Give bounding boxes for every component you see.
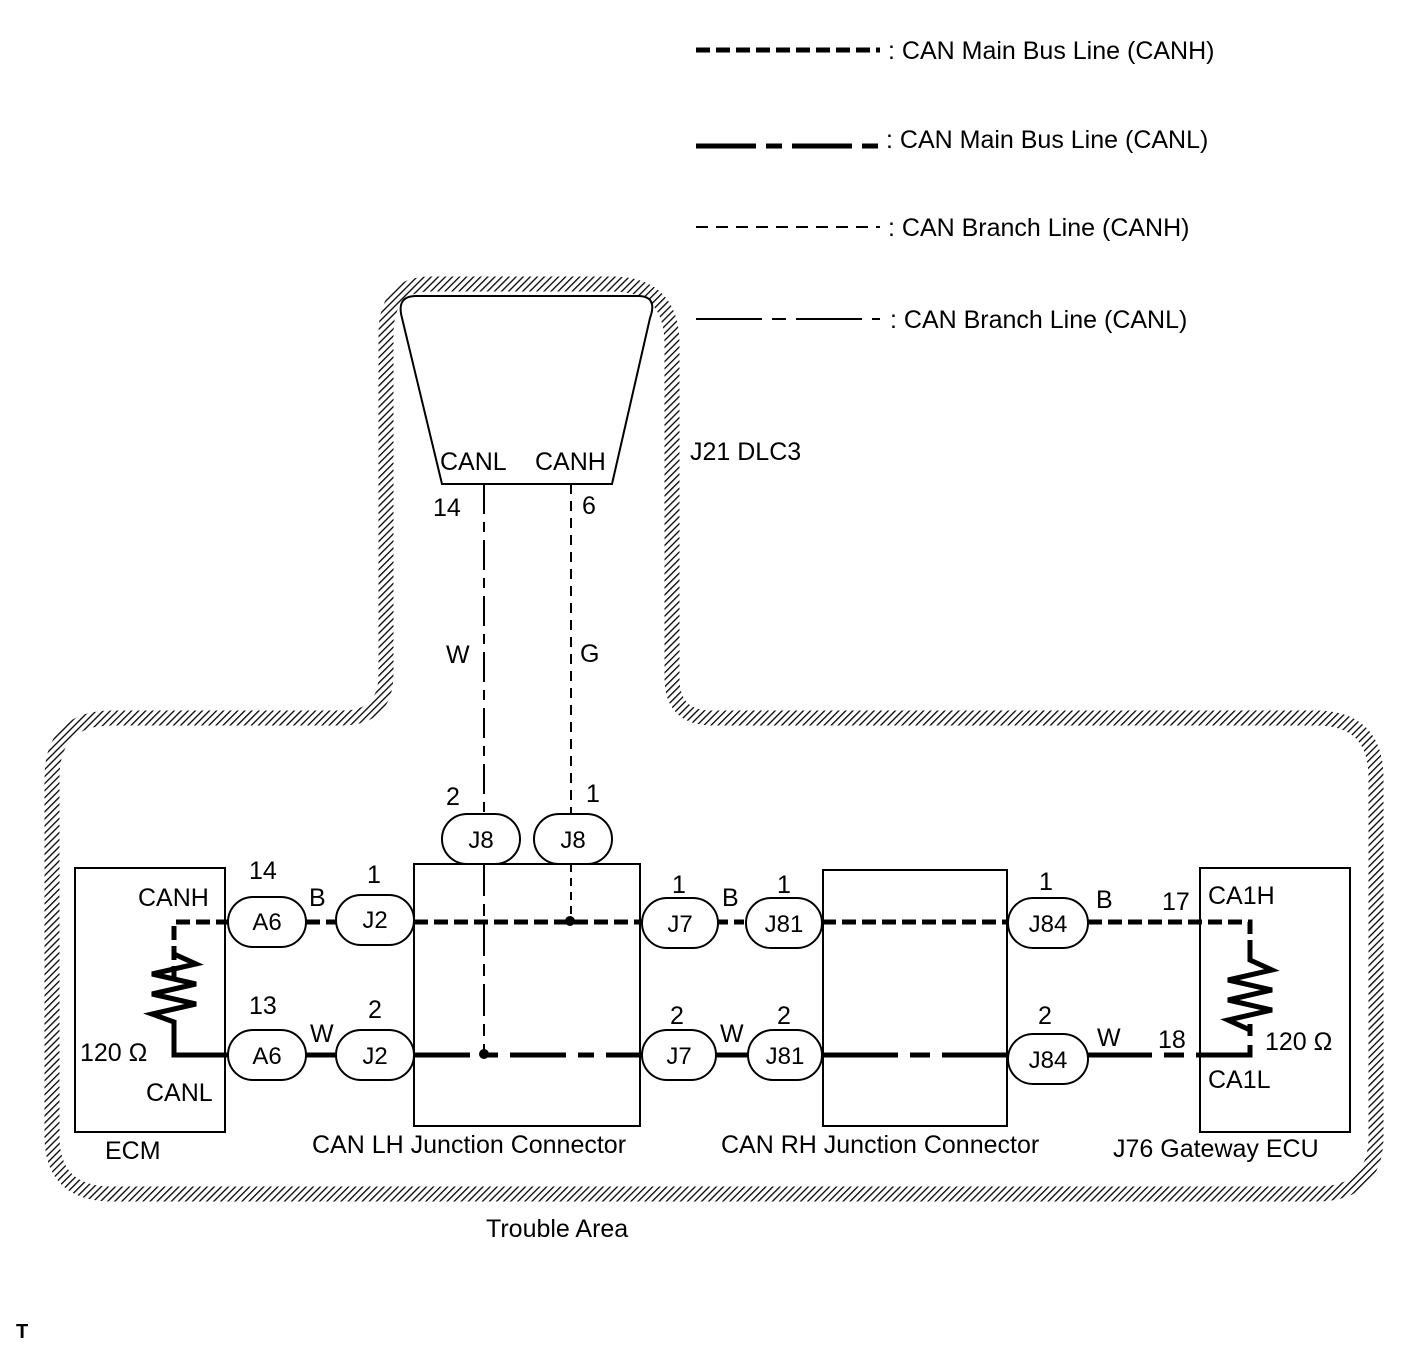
connector-j81-canh-pin: 1 [777, 871, 791, 899]
connector-j84-canh-name: J84 [1029, 911, 1068, 938]
dlc3-canl-label: CANL [440, 448, 507, 476]
dlc3-connector: CANL CANH J21 DLC3 14 6 [399, 295, 801, 522]
connector-j7-canl-name: J7 [666, 1043, 691, 1070]
ecm-canl-lead [171, 1020, 228, 1058]
ecm-box [74, 867, 226, 1133]
gateway-ecu: CA1H CA1L 120 Ω 17 18 J76 Gateway ECU [1113, 867, 1351, 1163]
dlc3-body [399, 295, 654, 485]
connector-a6-canl-pin: 13 [249, 992, 277, 1020]
connector-j7-canh-pin: 1 [672, 871, 686, 899]
legend-main-canh-label: : CAN Main Bus Line (CANH) [888, 37, 1214, 65]
branch-canh-wire-color: G [580, 640, 599, 668]
legend-branch-canl-label: : CAN Branch Line (CANL) [890, 306, 1187, 334]
connector-j84-canl: J84 2 [1007, 1002, 1089, 1085]
connector-a6-canh: A6 14 [227, 857, 307, 948]
connector-a6-canh-pin: 14 [249, 857, 277, 885]
ecm-resistor [143, 946, 204, 1030]
canh-wire-j84-gateway [1088, 919, 1253, 958]
dlc3-canh-pin: 6 [582, 492, 596, 520]
connector-j8-canh-name: J8 [560, 827, 585, 854]
gateway-pin-17: 17 [1162, 888, 1190, 916]
corner-mark: T [16, 1321, 28, 1343]
dlc3-canh-label: CANH [535, 448, 606, 476]
connector-j2-canh-name: J2 [362, 907, 387, 934]
connector-j81-canh: J81 1 [745, 871, 823, 949]
gateway-box [1199, 867, 1351, 1133]
gateway-pin-18: 18 [1158, 1026, 1186, 1054]
legend-main-canl-label: : CAN Main Bus Line (CANL) [886, 126, 1208, 154]
connector-j84-canh: J84 1 [1007, 868, 1089, 949]
connector-j8-canh-pin: 1 [586, 780, 600, 808]
dlc3-name: J21 DLC3 [690, 438, 801, 466]
connector-j7-canh-name: J7 [667, 911, 692, 938]
connector-j2-canh: J2 1 [335, 861, 415, 946]
legend: : CAN Main Bus Line (CANH) : CAN Main Bu… [696, 37, 1214, 334]
trouble-area-boundary [44, 276, 1384, 1202]
connector-j7-canl: J7 2 [641, 1002, 717, 1081]
lh-canl-splice-dot [479, 1049, 489, 1059]
connector-j2-canl: J2 2 [335, 996, 415, 1081]
connector-j8-canl: J8 2 [441, 783, 521, 865]
connector-j84-canl-name: J84 [1029, 1047, 1068, 1074]
ecm-name: ECM [105, 1137, 161, 1165]
legend-branch-canh-label: : CAN Branch Line (CANH) [888, 214, 1189, 242]
ecm-resistor-value: 120 Ω [80, 1039, 147, 1067]
lh-junction-box [413, 863, 641, 1127]
connector-j84-canl-pin: 2 [1038, 1002, 1052, 1030]
connector-j8-canh: J8 1 [533, 780, 613, 865]
connector-j81-canl: J81 2 [747, 1002, 823, 1081]
gateway-resistor-value: 120 Ω [1265, 1028, 1332, 1056]
canl-wire-j84-gateway [1088, 1024, 1253, 1058]
connector-j8-canl-name: J8 [468, 827, 493, 854]
main-bus-canl [171, 1020, 1253, 1058]
wire-color-ecm-canh: B [309, 884, 326, 912]
rh-junction-box [822, 869, 1008, 1127]
connector-a6-canl: A6 13 [227, 992, 307, 1081]
connector-j81-canl-name: J81 [766, 1043, 805, 1070]
gateway-ca1l-label: CA1L [1208, 1066, 1271, 1094]
connector-j84-canh-pin: 1 [1039, 868, 1053, 896]
lh-junction-name: CAN LH Junction Connector [312, 1131, 626, 1159]
connector-a6-canl-name: A6 [252, 1043, 281, 1070]
main-bus-canh [171, 919, 1253, 980]
connector-j7-canl-pin: 2 [670, 1002, 684, 1030]
gateway-name: J76 Gateway ECU [1113, 1135, 1319, 1163]
connector-j7-canh: J7 1 [641, 871, 719, 949]
ecm-canh-lead [171, 919, 228, 980]
connector-a6-canh-name: A6 [252, 909, 281, 936]
wire-color-gw-canh: B [1096, 886, 1113, 914]
wire-color-mid-canh: B [722, 884, 739, 912]
connector-j8-canl-pin: 2 [446, 783, 460, 811]
wire-color-gw-canl: W [1097, 1024, 1121, 1052]
ecm-canh-label: CANH [138, 884, 209, 912]
connector-j81-canl-pin: 2 [777, 1002, 791, 1030]
ecm-canl-label: CANL [146, 1079, 213, 1107]
connector-j2-canl-name: J2 [362, 1043, 387, 1070]
gateway-resistor [1220, 952, 1280, 1036]
gateway-ca1h-label: CA1H [1208, 882, 1275, 910]
wire-color-ecm-canl: W [310, 1020, 334, 1048]
wire-color-mid-canl: W [720, 1020, 744, 1048]
connector-j2-canl-pin: 2 [368, 996, 382, 1024]
trouble-area-label: Trouble Area [486, 1215, 628, 1243]
lh-canh-splice-dot [565, 916, 575, 926]
connector-j81-canh-name: J81 [765, 911, 804, 938]
connector-j2-canh-pin: 1 [367, 861, 381, 889]
rh-junction-name: CAN RH Junction Connector [721, 1131, 1039, 1159]
branch-canl-wire-color: W [446, 641, 470, 669]
ecm: CANH CANL 120 Ω ECM [74, 867, 226, 1165]
dlc3-canl-pin: 14 [433, 494, 461, 522]
